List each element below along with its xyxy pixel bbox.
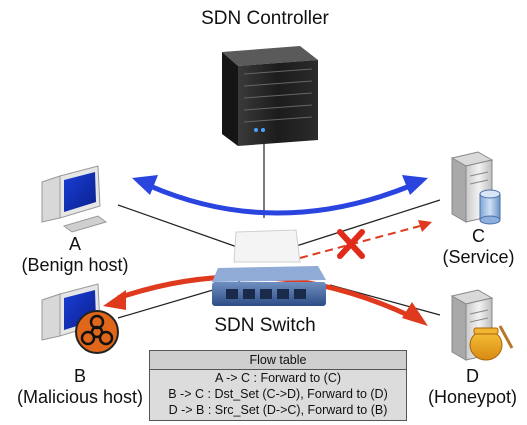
flow-table-row: A -> C : Forward to (C): [214, 371, 342, 385]
host-d-role: (Honeypot): [427, 387, 518, 407]
blocked-flow-dashed: [299, 225, 421, 259]
switch-label: SDN Switch: [214, 315, 316, 336]
link-c-switch: [289, 199, 441, 249]
malicious-flow-arrowhead-left: [103, 290, 126, 310]
controller-label: SDN Controller: [201, 8, 329, 29]
benign-flow-arrowhead-left: [132, 175, 158, 195]
host-b-label: B (Malicious host): [0, 366, 160, 408]
biohazard-icon: [75, 310, 119, 354]
malicious-flow-arrowhead-right: [402, 302, 428, 326]
flow-table-row: B -> C : Dst_Set (C->D), Forward to (D): [168, 387, 388, 401]
benign-flow-arrow: [149, 183, 411, 216]
host-b-computer-icon: [41, 283, 101, 341]
host-c-letter: C: [472, 226, 485, 246]
controller-server-icon: [222, 46, 318, 146]
sdn-switch-icon: [212, 229, 326, 306]
flow-table-row: D -> B : Src_Set (D->C), Forward to (B): [168, 403, 388, 417]
host-d-label: D (Honeypot): [418, 366, 527, 408]
host-a-role: (Benign host): [21, 255, 129, 275]
database-icon: [479, 189, 501, 225]
flow-table: Flow table A -> C : Forward to (C) B -> …: [149, 350, 407, 421]
link-a-switch: [117, 204, 241, 249]
host-a-label: A (Benign host): [10, 234, 140, 276]
host-a-computer-icon: [41, 165, 108, 233]
host-c-label: C (Service): [430, 226, 527, 268]
host-d-letter: D: [466, 366, 479, 386]
host-a-letter: A: [68, 234, 81, 254]
honeypot-icon: [469, 325, 514, 361]
blocked-flow-arrowhead: [418, 220, 432, 232]
flow-table-title: Flow table: [150, 351, 406, 370]
host-b-letter: B: [73, 366, 86, 386]
benign-flow-arrowhead-right: [402, 175, 428, 195]
host-c-role: (Service): [442, 247, 515, 267]
host-b-role: (Malicious host): [16, 387, 144, 407]
blocked-cross-icon: [337, 229, 365, 259]
